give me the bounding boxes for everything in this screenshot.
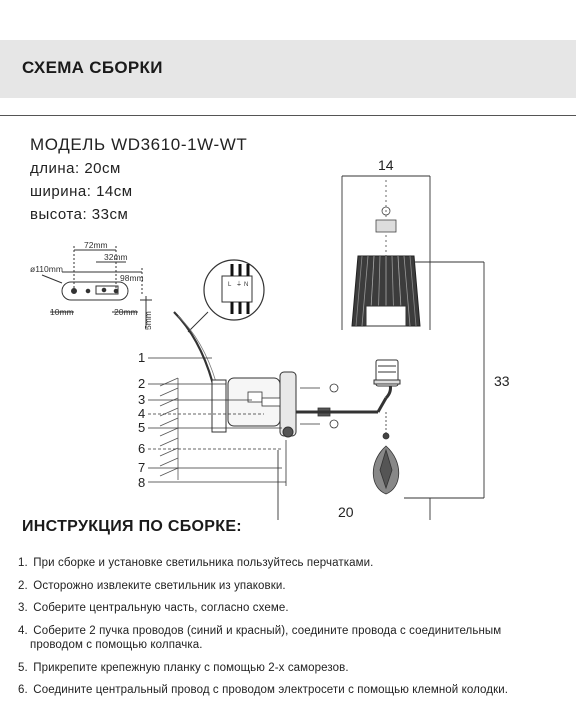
section-header: СХЕМА СБОРКИ bbox=[0, 40, 576, 98]
terminal-block-detail bbox=[187, 259, 265, 333]
instruction-step: 2. Осторожно извлеките светильник из упа… bbox=[18, 579, 286, 592]
lampshade bbox=[351, 255, 421, 327]
top-finial bbox=[375, 180, 397, 256]
mounting-plate-detail bbox=[41, 246, 152, 328]
terminal-label-l: L bbox=[228, 282, 232, 288]
dim-98: 98mm bbox=[120, 273, 144, 283]
wall-hatching bbox=[159, 377, 179, 480]
callout-3: 3 bbox=[138, 392, 145, 407]
dim-32: 32mm bbox=[104, 252, 128, 262]
crystal-pendant bbox=[372, 412, 400, 495]
callout-7: 7 bbox=[138, 460, 145, 475]
wall-bracket bbox=[211, 371, 297, 438]
dim-110: ø110mm bbox=[30, 264, 63, 274]
callout-2: 2 bbox=[138, 376, 145, 391]
divider bbox=[0, 115, 576, 116]
terminal-label-n: N bbox=[244, 282, 248, 288]
callout-8: 8 bbox=[138, 475, 145, 490]
model-name: МОДЕЛЬ WD3610-1W-WT bbox=[30, 135, 248, 154]
callout-6: 6 bbox=[138, 441, 145, 456]
spec-width: ширина: 14см bbox=[30, 183, 133, 200]
dim-10: 10mm bbox=[50, 307, 74, 317]
callout-5: 5 bbox=[138, 420, 145, 435]
dim-top-label: 14 bbox=[378, 157, 394, 173]
callout-4: 4 bbox=[138, 406, 145, 421]
dim-length-lines bbox=[277, 450, 431, 520]
dim-width-lines bbox=[341, 175, 431, 330]
dim-72: 72mm bbox=[84, 240, 108, 250]
callout-leaders bbox=[148, 357, 287, 486]
spec-length: длина: 20см bbox=[30, 160, 121, 177]
assembly-diagram: 72mm 32mm ø110mm 98mm 10mm 20mm 5mm L ⏚ … bbox=[30, 157, 510, 520]
spec-height: высота: 33см bbox=[30, 206, 129, 223]
dim-right-label: 33 bbox=[494, 373, 510, 389]
page-title: СХЕМА СБОРКИ bbox=[22, 58, 163, 77]
terminal-label-ground: ⏚ bbox=[236, 281, 242, 288]
instructions-list: 1. При сборке и установке светильника по… bbox=[18, 556, 508, 706]
instruction-step: 3. Соберите центральную часть, согласно … bbox=[18, 602, 289, 614]
callout-1: 1 bbox=[138, 350, 145, 365]
dim-5: 5mm bbox=[143, 311, 153, 330]
dim-height-lines bbox=[404, 261, 485, 499]
instruction-step: 4. Соберите 2 пучка проводов (синий и кр… bbox=[18, 624, 502, 652]
instruction-step: 1. При сборке и установке светильника по… bbox=[18, 557, 374, 569]
plate-outline bbox=[61, 281, 129, 301]
dim-20: 20mm bbox=[114, 307, 138, 317]
dim-bottom-label: 20 bbox=[338, 504, 354, 520]
lamp-socket bbox=[373, 359, 401, 387]
instruction-step: 6. Соедините центральный провод с провод… bbox=[18, 684, 509, 696]
instruction-step: 5. Прикрепите крепежную планку с помощью… bbox=[18, 661, 349, 674]
instructions-title: ИНСТРУКЦИЯ ПО СБОРКЕ: bbox=[22, 518, 242, 535]
